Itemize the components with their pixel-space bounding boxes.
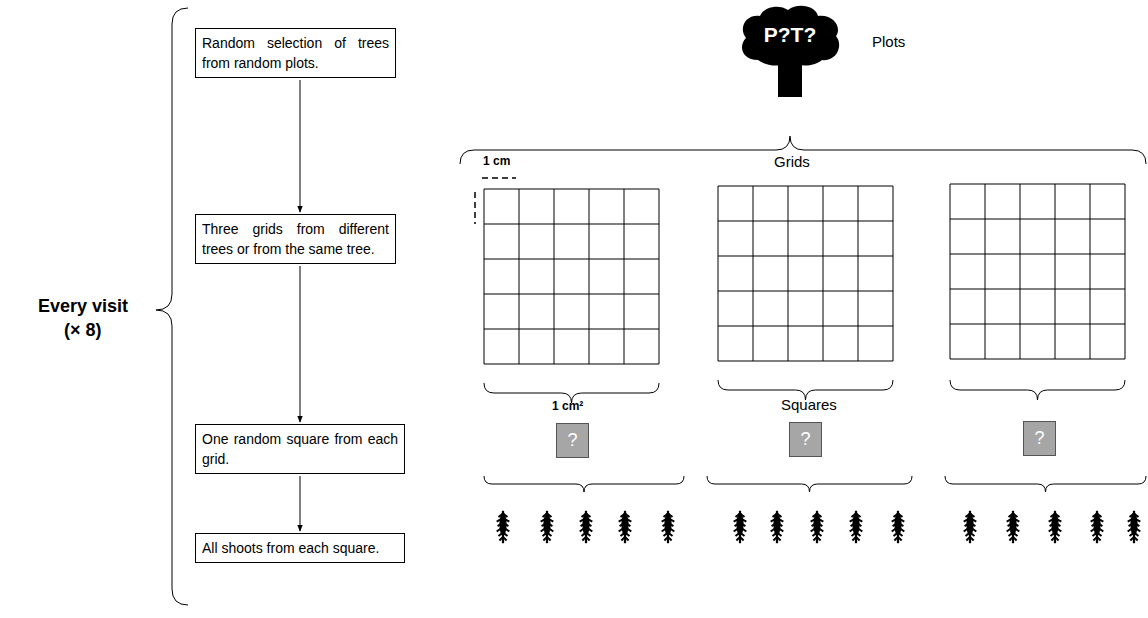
shoot-icon: [1049, 511, 1062, 543]
node-text: One random square from each grid.: [202, 429, 398, 469]
group-label: Plots: [872, 33, 905, 50]
group-label: Grids: [774, 153, 810, 170]
side-label: (× 8): [64, 320, 102, 341]
shoot-icon: [892, 511, 905, 543]
dimension-label: 1 cm: [483, 154, 510, 168]
shoot-icon: [811, 511, 824, 543]
node-text: ?: [800, 429, 810, 450]
square-sample: ?: [789, 422, 822, 457]
shoot-icon: [771, 511, 784, 543]
flow-arrow: [300, 266, 301, 422]
grids: [484, 184, 1125, 364]
side-label: Every visit: [38, 296, 128, 317]
group-label: Squares: [781, 396, 837, 413]
process-box: All shoots from each square.: [195, 533, 405, 563]
grid: [950, 184, 1125, 359]
shoot-icon: [1128, 511, 1141, 543]
dimension-line: [482, 177, 516, 179]
shoot-icon: [964, 511, 977, 543]
dimension-label: 1 cm²: [552, 399, 583, 413]
grid: [718, 186, 893, 361]
process-box: One random square from each grid.: [195, 424, 405, 474]
flow-arrow: [300, 476, 301, 531]
brace: [707, 476, 912, 492]
grid: [484, 189, 659, 364]
shoot-icon: [1091, 511, 1104, 543]
brace: [945, 476, 1146, 492]
node-text: Random selection of trees from random pl…: [202, 33, 389, 73]
tree-icon: P?T?: [738, 4, 842, 66]
shoot-icon: [497, 511, 510, 543]
braces: [156, 8, 1146, 605]
square-sample: ?: [1023, 421, 1056, 456]
shoot-icon: [541, 511, 554, 543]
shoot-icon: [662, 511, 675, 543]
square-sample: ?: [556, 423, 589, 458]
process-box: Three grids from different trees or from…: [195, 214, 396, 264]
node-text: Three grids from different trees or from…: [202, 219, 389, 259]
shoot-icon: [580, 511, 593, 543]
shoots: [497, 511, 1141, 543]
brace: [156, 8, 188, 605]
node-text: All shoots from each square.: [202, 538, 398, 558]
shoot-icon: [850, 511, 863, 543]
node-text: P?T?: [764, 23, 817, 47]
node-text: ?: [1034, 428, 1044, 449]
shoot-icon: [734, 511, 747, 543]
process-box: Random selection of trees from random pl…: [195, 28, 396, 78]
dimension-line: [474, 192, 476, 224]
brace: [484, 476, 684, 492]
node-text: ?: [567, 430, 577, 451]
flow-arrow: [300, 80, 301, 212]
shoot-icon: [619, 511, 632, 543]
shoot-icon: [1007, 511, 1020, 543]
brace: [950, 380, 1125, 400]
